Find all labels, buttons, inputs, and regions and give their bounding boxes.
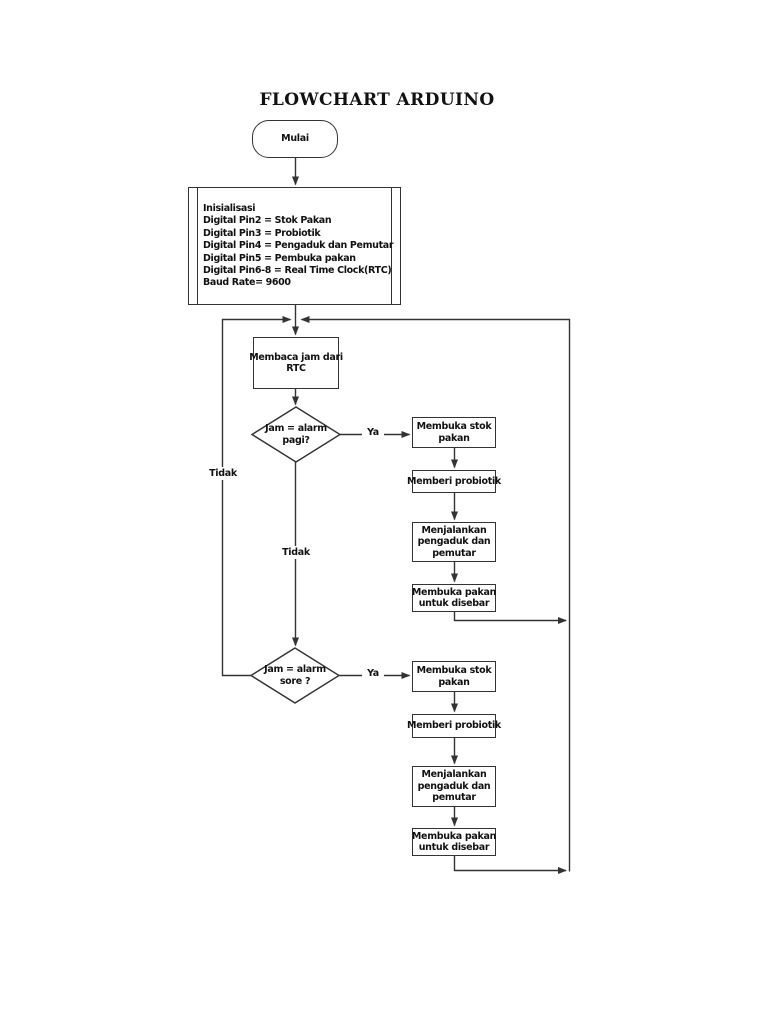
node-evening-step-open-stock: Membuka stok pakan (412, 661, 496, 692)
text-line: Membuka pakan (411, 586, 497, 598)
text-line: pemutar (432, 792, 476, 804)
init-line: Digital Pin4 = Pengaduk dan Pemutar (203, 240, 394, 252)
edge-right-return (300, 316, 571, 872)
text-line: pengaduk dan (417, 780, 491, 792)
node-morning-step-probiotic: Memberi probiotik (407, 470, 501, 493)
text-line: pakan (438, 676, 470, 688)
edge-morning-join-right (453, 612, 567, 624)
diamond-evening-shape (249, 647, 341, 704)
init-line: Digital Pin5 = Pembuka pakan (203, 252, 356, 264)
label-evening-no: Tidak (206, 467, 240, 480)
text-line: untuk disebar (418, 598, 490, 609)
init-line: Digital Pin3 = Probiotik (203, 227, 321, 239)
init-double-line-right (391, 188, 392, 304)
text-line: Memberi probiotik (407, 475, 501, 487)
node-morning-step-open-stock: Membuka stok pakan (412, 417, 496, 448)
text-line: Membuka stok (416, 665, 492, 676)
diamond-morning-shape (250, 406, 342, 463)
init-line: Digital Pin2 = Stok Pakan (203, 215, 332, 227)
text-line: Jam = alarm (264, 664, 326, 675)
text-line: pemutar (432, 547, 476, 559)
diamond-morning-label: Jam = alarm pagi? (252, 407, 340, 462)
text-line: Membaca jam dari (249, 351, 343, 363)
node-morning-step-spread: Membuka pakan untuk disebar (412, 584, 496, 612)
label-evening-yes: Ya (362, 667, 384, 680)
text-line: Jam = alarm (265, 423, 327, 434)
text-line: pagi? (282, 434, 310, 446)
label-morning-no: Tidak (279, 546, 313, 559)
text-line: untuk disebar (418, 842, 490, 853)
node-start: Mulai (252, 120, 338, 158)
start-label: Mulai (281, 133, 309, 145)
edge-evening-no-feedback (221, 316, 292, 677)
node-evening-step-probiotic: Memberi probiotik (407, 714, 501, 738)
edge-evening-join-right (453, 856, 567, 874)
node-init: Inisialisasi Digital Pin2 = Stok Pakan D… (188, 187, 401, 305)
init-line: Digital Pin6-8 = Real Time Clock(RTC) (203, 265, 392, 277)
label-morning-yes: Ya (362, 426, 384, 439)
node-morning-step-mixer: Menjalankan pengaduk dan pemutar (412, 522, 496, 562)
text-line: pakan (438, 432, 470, 444)
text-line: Menjalankan (421, 769, 487, 781)
init-line: Inisialisasi (203, 203, 256, 214)
diamond-evening-label: Jam = alarm sore ? (251, 648, 339, 703)
page-title: FLOWCHART ARDUINO (259, 90, 495, 110)
init-line: Baud Rate= 9600 (203, 277, 291, 289)
node-evening-step-spread: Membuka pakan untuk disebar (412, 828, 496, 856)
text-line: sore ? (279, 675, 311, 687)
text-line: Memberi probiotik (407, 720, 501, 732)
node-read-clock: Membaca jam dari RTC (249, 337, 343, 389)
init-text-block: Inisialisasi Digital Pin2 = Stok Pakan D… (203, 203, 394, 290)
text-line: RTC (286, 363, 306, 374)
node-evening-step-mixer: Menjalankan pengaduk dan pemutar (412, 766, 496, 807)
text-line: Membuka pakan (411, 830, 497, 842)
text-line: pengaduk dan (417, 536, 491, 548)
init-double-line-left (197, 188, 198, 304)
text-line: Membuka stok (416, 421, 492, 432)
text-line: Menjalankan (421, 524, 487, 536)
